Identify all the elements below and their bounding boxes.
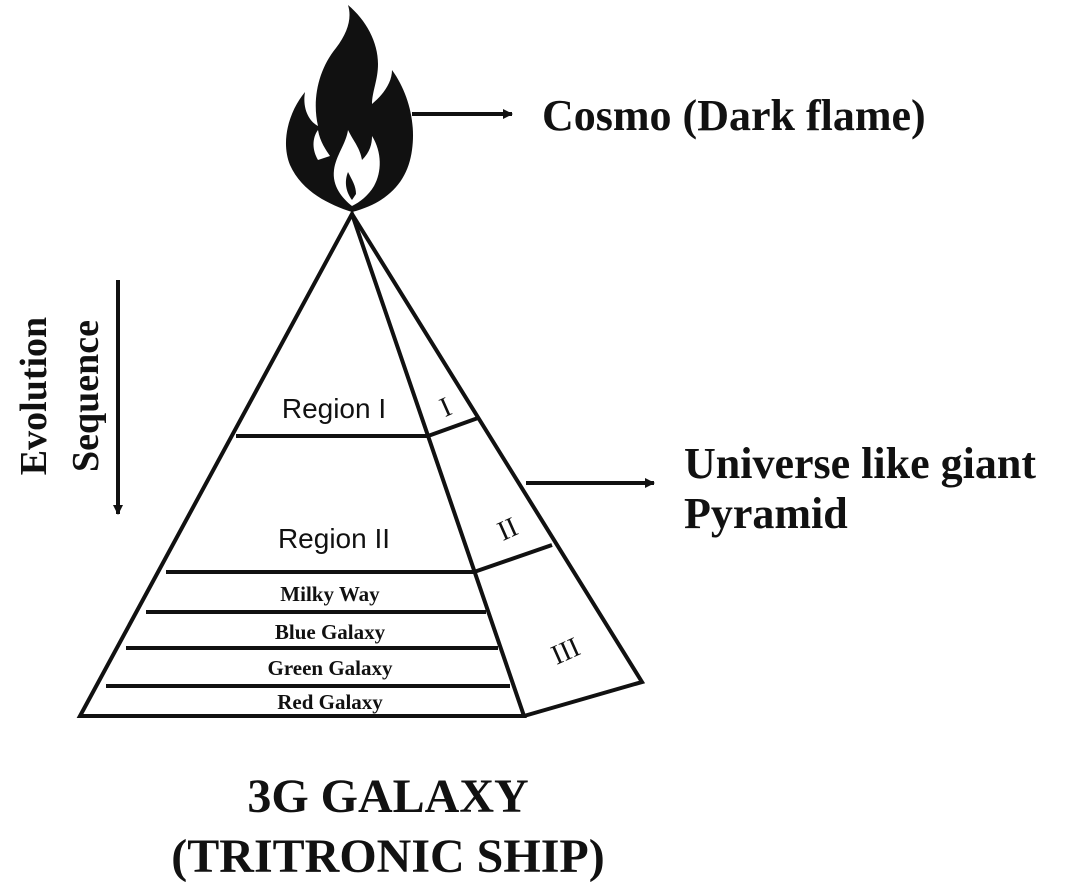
pyramid-label-line1: Universe like giant: [684, 439, 1036, 488]
pyramid-label-line2: Pyramid: [684, 489, 848, 538]
side-region-1-label: I: [435, 391, 456, 423]
green-galaxy-label: Green Galaxy: [267, 656, 393, 680]
pyramid-side-face: [350, 212, 646, 718]
blue-galaxy-label: Blue Galaxy: [275, 620, 386, 644]
pyramid-front-face: [76, 209, 527, 718]
pyramid: [76, 209, 646, 718]
milky-way-label: Milky Way: [280, 582, 380, 606]
title-line2: (TRITRONIC SHIP): [171, 830, 604, 882]
evolution-label-line1: Evolution: [13, 317, 55, 475]
arrows: [113, 109, 655, 515]
flame-icon: [285, 5, 414, 212]
side-region-2-label: II: [493, 512, 523, 548]
region-2-label: Region II: [278, 523, 390, 554]
region-1-label: Region I: [282, 393, 386, 424]
title-line1: 3G GALAXY: [247, 770, 528, 823]
side-divider-2: [473, 543, 553, 574]
flame-label: Cosmo (Dark flame): [542, 91, 926, 140]
side-region-3-label: III: [547, 632, 585, 672]
evolution-label-line2: Sequence: [65, 320, 107, 472]
red-galaxy-label: Red Galaxy: [277, 690, 383, 714]
side-divider-1: [427, 416, 479, 438]
